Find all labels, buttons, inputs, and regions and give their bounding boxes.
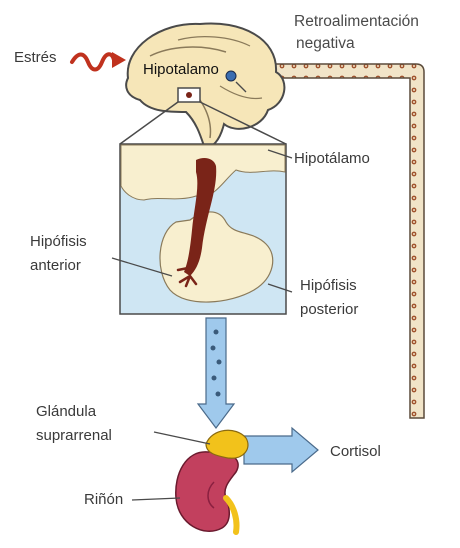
label-hipofisis-anterior-2: anterior — [30, 257, 81, 274]
pituitary-inset-box — [120, 144, 286, 314]
adrenal-gland — [206, 430, 248, 458]
label-negativa: negativa — [296, 35, 355, 52]
label-hipofisis-anterior-1: Hipófisis — [30, 233, 87, 250]
label-glandula: Glándula — [36, 403, 97, 420]
brain — [126, 23, 284, 146]
label-hipofisis-posterior-1: Hipófisis — [300, 277, 357, 294]
stress-arrow — [72, 52, 126, 70]
leader-rinon — [132, 498, 180, 500]
acth-arrow — [198, 318, 234, 428]
label-rinon: Riñón — [84, 491, 123, 508]
cortisol-arrow — [244, 428, 318, 472]
label-estres: Estrés — [14, 49, 57, 66]
feedback-receptor-dot — [226, 71, 236, 81]
label-hipofisis-posterior-2: posterior — [300, 301, 358, 318]
label-cortisol: Cortisol — [330, 443, 381, 460]
label-suprarrenal: suprarrenal — [36, 427, 112, 444]
label-retroalimentacion: Retroalimentación — [294, 13, 419, 30]
label-hipotalamo: Hipotálamo — [294, 150, 370, 167]
label-hipotalamo-brain: Hipotalamo — [143, 61, 219, 78]
kidney — [176, 452, 238, 532]
